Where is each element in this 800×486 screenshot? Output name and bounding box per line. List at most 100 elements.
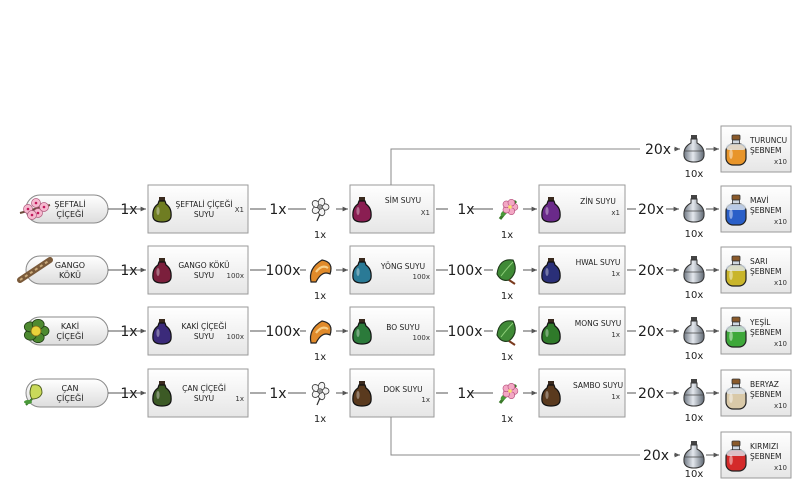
potion-cork (731, 255, 741, 262)
green-herb-icon (496, 320, 516, 346)
blossom-center (36, 211, 40, 215)
multiplier-label: 100x (265, 324, 300, 340)
ingredient-qty: 1x (501, 414, 513, 425)
branch-line (390, 417, 640, 456)
bottle-icon (152, 319, 172, 345)
multiplier-label: 20x (638, 263, 664, 279)
bottle-icon (541, 381, 561, 407)
bottle-body (352, 322, 372, 345)
result-name: BERYAZ (750, 380, 779, 389)
bottle-body (352, 200, 372, 223)
bell-flower-icon (24, 384, 43, 406)
flask-cap (691, 135, 697, 139)
silver-flask-icon (683, 317, 705, 345)
multiplier-label: 1x (120, 263, 137, 279)
potion-glass-top (726, 265, 746, 271)
flower-center (317, 204, 323, 210)
petal (507, 383, 516, 391)
potion-icon (725, 378, 747, 410)
bottle-cork (159, 197, 165, 201)
mushroom-ring (315, 326, 329, 334)
result-qty: x10 (774, 402, 787, 410)
flask-cap (691, 441, 697, 445)
flask-cap (691, 195, 697, 199)
potion-icon (725, 255, 747, 287)
potion-glass-top (726, 204, 746, 210)
multiplier-label: 100x (265, 263, 300, 279)
silver-flask-icon (683, 256, 705, 284)
bottle-cork (548, 197, 554, 201)
bottle-icon (352, 197, 372, 223)
result-qty: x10 (774, 158, 787, 166)
flask-qty: 10x (685, 290, 704, 301)
juice-name: SİM SUYU (385, 196, 421, 205)
multiplier-label: 1x (457, 202, 474, 218)
bottle-icon (541, 197, 561, 223)
result-name: ŞEBNEM (750, 206, 781, 215)
juice-qty: X1 (235, 206, 244, 214)
raw-material-label: ÇİÇEĞİ (56, 208, 83, 219)
ingredient-qty: 1x (501, 230, 513, 241)
juice-qty: 1x (611, 393, 620, 401)
juice-name: ŞEFTALİ ÇİÇEĞİ (175, 200, 232, 209)
silver-flask-icon (683, 441, 705, 469)
silver-flask-icon (683, 379, 705, 407)
pink-flower-icon (498, 199, 519, 220)
result-qty: x10 (774, 340, 787, 348)
multiplier-label: 1x (269, 202, 286, 218)
juice-name: SUYU (194, 210, 214, 219)
juice-qty: X1 (421, 209, 430, 217)
herb-vein (500, 322, 514, 338)
kaki-flower-icon (23, 318, 50, 344)
juice-name: SAMBO SUYU (573, 381, 623, 390)
result-name: TURUNCU (749, 136, 787, 145)
flower-center (508, 205, 512, 209)
label-bg (636, 384, 666, 402)
flask-cap (691, 256, 697, 260)
label-bg (266, 322, 300, 340)
potion-glass-top (726, 450, 746, 456)
juice-name: ZİN SUYU (580, 197, 616, 206)
label-bg (642, 446, 674, 464)
label-bg (448, 200, 470, 218)
potion-shine (729, 270, 733, 280)
result-name: ŞEBNEM (750, 146, 781, 155)
bottle-cork (159, 381, 165, 385)
flask-qty: 10x (685, 229, 704, 240)
juice-name: SUYU (194, 332, 214, 341)
ingredient-qty: 1x (314, 414, 326, 425)
multiplier-label: 1x (120, 202, 137, 218)
ingredient-qty: 1x (314, 291, 326, 302)
flask-body (683, 382, 705, 407)
potion-shine (729, 331, 733, 341)
flask-qty: 10x (685, 413, 704, 424)
flask-qty: 10x (685, 351, 704, 362)
mushroom-icon (309, 320, 332, 344)
bottle-body (152, 200, 172, 223)
silver-flask-icon (683, 195, 705, 223)
bottle-body (541, 200, 561, 223)
flask-body (683, 138, 705, 163)
bottle-body (541, 384, 561, 407)
result-name: ŞEBNEM (750, 452, 781, 461)
bottle-icon (541, 258, 561, 284)
bottle-shine (545, 207, 549, 215)
ingredient-qty: 1x (314, 352, 326, 363)
flower-icon (311, 197, 330, 222)
petal (507, 199, 516, 207)
green-herb-icon (496, 259, 516, 285)
bottle-icon (152, 381, 172, 407)
bottle-shine (156, 329, 160, 337)
result-name: ŞEBNEM (750, 390, 781, 399)
bottle-body (152, 261, 172, 284)
juice-name: GANGO KÖKÜ (178, 261, 229, 270)
blossom-center (30, 213, 34, 217)
juice-name: BO SUYU (386, 323, 420, 332)
juice-name: MONG SUYU (575, 319, 622, 328)
